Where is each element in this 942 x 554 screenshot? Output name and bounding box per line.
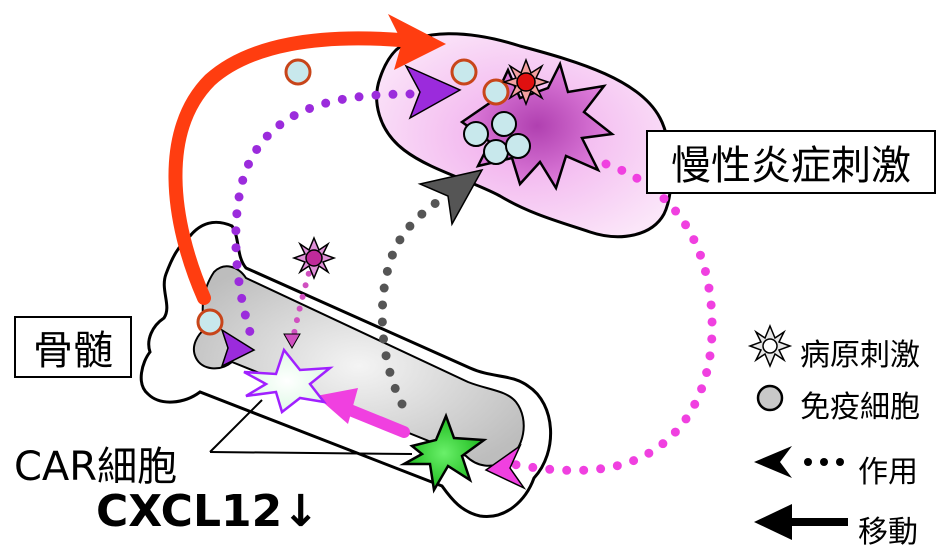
car-cell-label: CAR細胞 [14, 434, 177, 492]
legend-immune-cell-label: 免疫細胞 [800, 382, 920, 426]
migration-legend-icon [754, 504, 848, 540]
cxcl12-label: CXCL12↓ [96, 486, 319, 537]
legend-migration-label: 移動 [858, 507, 918, 551]
action-legend-icon [754, 446, 844, 478]
legend-pathogen-label: 病原刺激 [800, 330, 920, 374]
immune-cell-legend-icon [758, 386, 782, 410]
legend-action-label: 作用 [858, 447, 918, 491]
pathogen-magenta [294, 238, 334, 278]
bone-marrow-label: 骨髄 [14, 316, 132, 378]
gray-arrowhead [420, 170, 482, 224]
pathogen-legend-icon [750, 326, 790, 366]
bone-marrow-shape [141, 222, 550, 516]
chronic-inflammation-label: 慢性炎症刺激 [646, 130, 936, 194]
pathogen-red [504, 60, 548, 104]
